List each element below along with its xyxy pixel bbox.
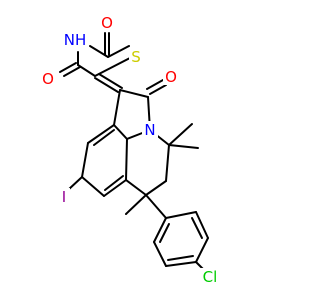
label-bg-o2	[40, 71, 56, 87]
benzo-ring	[67, 124, 128, 197]
bond-c7-c6a-inner	[104, 175, 124, 191]
bond-ph6-ph1-inner	[159, 223, 170, 243]
bond-c4-methyl-a	[168, 144, 199, 149]
bond-ph6-ph1	[153, 217, 167, 243]
atom-o-thiazolidine-c4: O	[42, 70, 54, 88]
molecule-structure-diagram: O S NH O O N I Cl	[0, 0, 300, 300]
bond-c9-c8	[81, 142, 89, 178]
bond-c8-i	[67, 176, 83, 191]
bond-c5-c1-a	[94, 77, 119, 93]
bond-c5-c1-b	[98, 73, 123, 89]
label-bg-n	[142, 121, 158, 139]
label-bg-i	[58, 188, 70, 206]
bond-c1-c2	[119, 89, 149, 98]
bond-ph3-ph4	[195, 237, 209, 263]
label-bg-nh	[62, 31, 88, 49]
bond-c4-methyl-b	[168, 123, 193, 146]
bond-c2-o-a	[149, 84, 167, 95]
atom-o-lactam: O	[165, 68, 177, 86]
canvas-background	[0, 0, 300, 300]
atom-chlorine: Cl	[203, 268, 218, 286]
bond-c6-methyl	[125, 194, 147, 215]
atom-labels: O S NH O O N I Cl	[40, 14, 221, 286]
label-bg-o1	[99, 15, 115, 31]
bond-c7-c6a	[103, 179, 127, 197]
bond-c2-s	[107, 45, 130, 58]
bond-c2-o-b	[146, 79, 164, 90]
bond-c4-c5	[165, 144, 170, 182]
atom-iodine: I	[62, 188, 66, 206]
bond-ph5-ph6	[153, 241, 167, 267]
bond-c9a-c9-inner	[93, 129, 115, 146]
bond-c5-s	[94, 57, 131, 77]
bond-c9a-c9	[87, 124, 115, 144]
bond-ph1-ph2	[165, 211, 197, 219]
bond-ph4-ph5-inner	[167, 255, 194, 261]
bond-c8-c7	[81, 176, 105, 197]
exocyclic-double-bond	[94, 73, 123, 93]
bond-c4-o-a	[63, 66, 81, 77]
bond-c6a-c8a	[125, 138, 128, 181]
label-bg-s	[129, 50, 143, 66]
bond-c1-c9a	[113, 89, 121, 126]
label-bg-cl	[199, 268, 221, 286]
chlorophenyl-ring	[145, 194, 209, 271]
bond-ph4-ph5	[165, 261, 197, 267]
atom-n-lactam: N	[144, 121, 155, 139]
bond-c9a-c8a	[113, 124, 128, 140]
bond-c4-o-b	[59, 62, 77, 73]
bond-c6-phenyl	[145, 194, 167, 219]
bond-ph2-ph3	[195, 211, 209, 239]
atom-o-thiazolidine-c2: O	[101, 14, 113, 32]
bond-c6-c6a	[125, 179, 147, 196]
thiazolidinedione-ring	[59, 32, 131, 77]
bond-c5-c6	[145, 180, 167, 196]
bond-ph2-ph3-inner	[191, 217, 203, 239]
label-bg-o3	[163, 69, 179, 85]
atom-s-thiazolidine: S	[131, 48, 141, 66]
atom-nh-thiazolidine: NH	[64, 31, 87, 49]
